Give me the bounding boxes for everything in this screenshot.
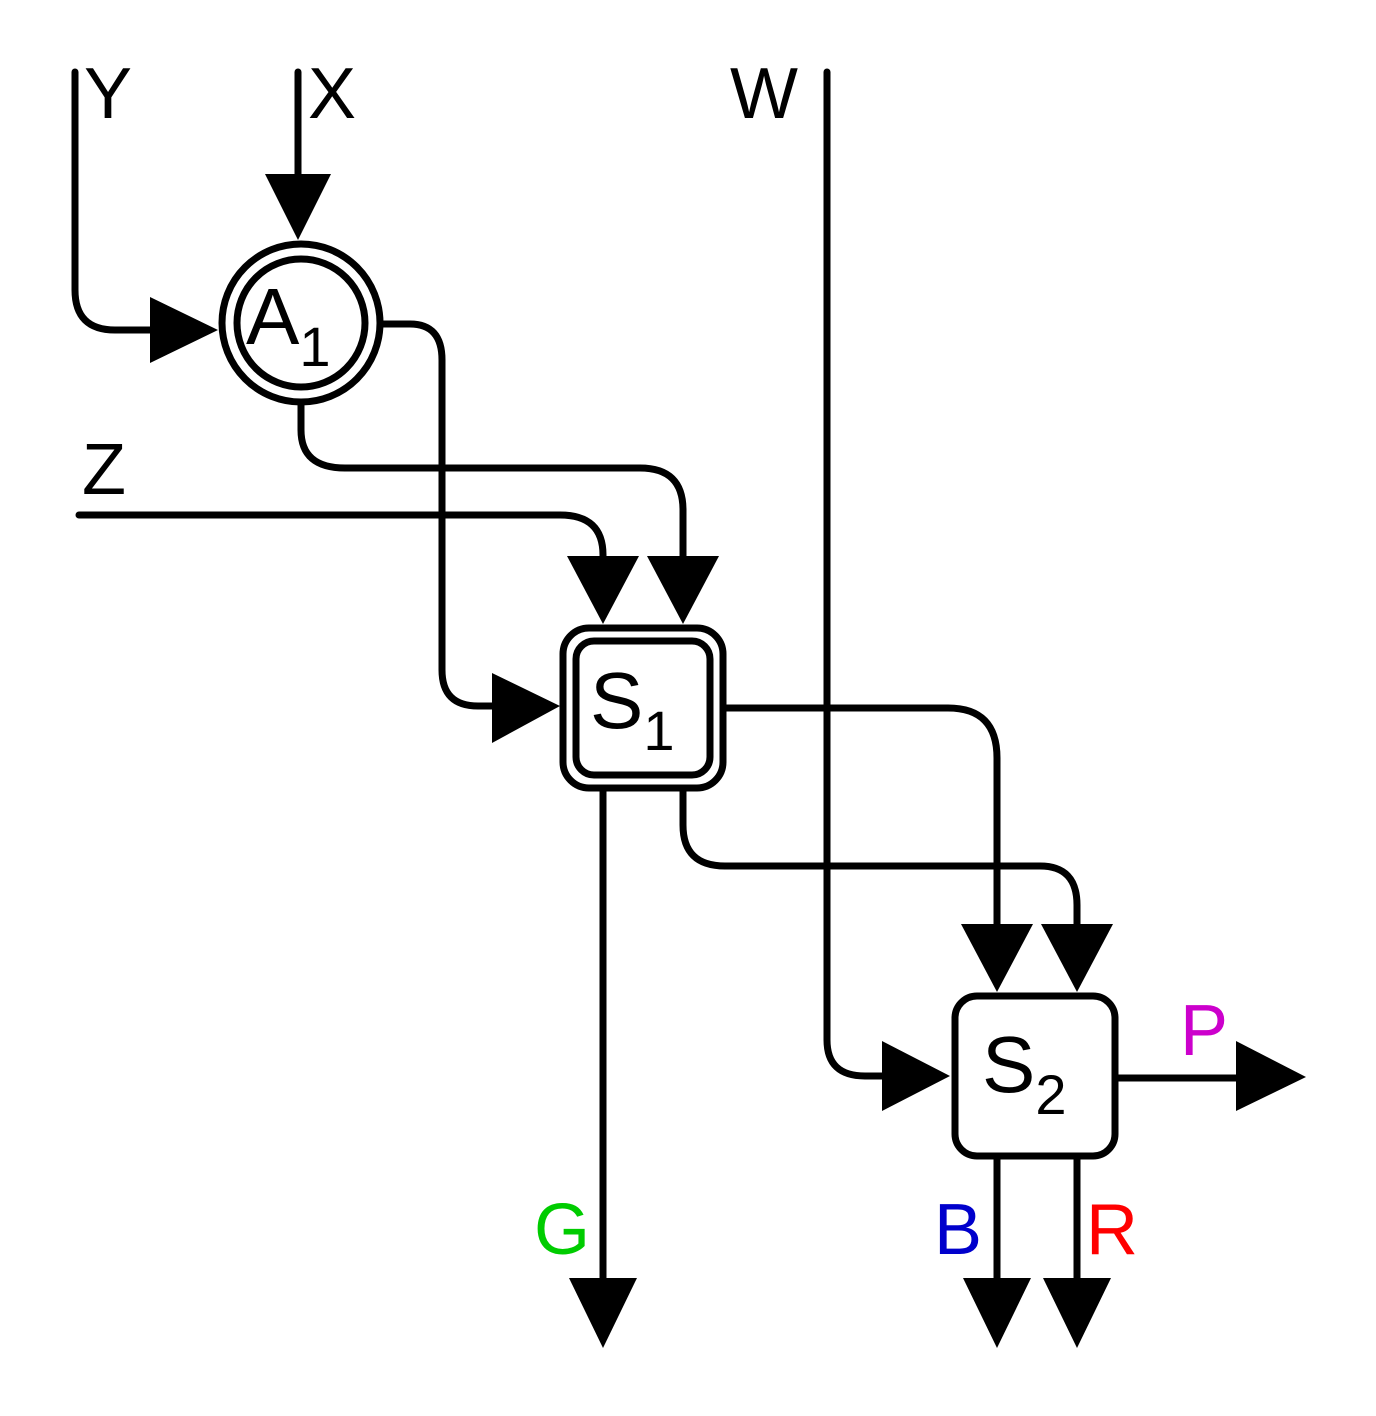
node-a1-label: A1 [246,272,331,378]
arrowhead-p [1236,1041,1306,1111]
arrowhead-a1-to-s1-left [492,673,560,743]
node-a1: A1 [218,240,384,406]
wire-w-to-s2 [823,68,894,1080]
arrowhead-y-to-a1 [150,297,218,363]
node-a1-name: A [246,272,300,361]
node-s1: S1 [559,624,727,792]
wire-z-to-s1 [75,511,607,564]
node-s2-box [951,992,1119,1160]
wire-y-to-a1 [71,68,162,334]
node-s1-label: S1 [590,656,675,762]
arrowhead-s1-to-s2-b [1041,924,1113,992]
input-label-y: Y [84,54,132,134]
arrowhead-g [569,1278,637,1348]
output-label-g: G [534,1190,590,1270]
node-s2-subscript: 2 [1035,1063,1066,1126]
arrowhead-z-to-s1 [567,556,639,624]
arrowhead-r [1043,1278,1111,1348]
arrowhead-a1-to-s1-top [647,556,719,624]
node-a1-subscript: 1 [299,315,330,378]
node-a1-inner-ring [233,255,369,391]
wire-s1-to-s2-b [679,786,1081,930]
wire-a1-to-s1-top [297,396,687,562]
arrowhead-w-to-s2 [882,1041,950,1111]
arrowhead-b [963,1278,1031,1348]
wire-a1-to-s1-left [379,320,504,710]
input-label-w: W [730,54,798,134]
output-label-b: B [934,1190,982,1270]
input-label-x: X [308,54,356,134]
node-s2: S2 [951,992,1119,1160]
arrowhead-x-to-a1 [265,174,331,240]
output-label-r: R [1086,1190,1138,1270]
wire-s1-to-s2-a [720,704,1001,930]
output-label-p: P [1180,991,1228,1071]
node-s2-name: S [982,1020,1035,1109]
input-label-z: Z [82,430,126,510]
node-s1-subscript: 1 [643,699,674,762]
node-s2-label: S2 [982,1020,1067,1126]
arrowhead-s1-to-s2-a [961,924,1033,992]
node-s1-inner-box [572,637,714,779]
node-s1-name: S [590,656,643,745]
